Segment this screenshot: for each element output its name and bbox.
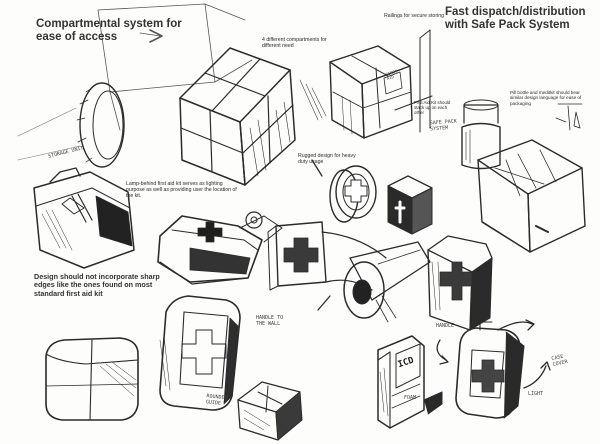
- note-lamp: Lamp-behind first aid kit serves as ligh…: [126, 181, 237, 199]
- large-cross-cube-sketch: [427, 235, 493, 331]
- stacked-box-sketch: [329, 45, 413, 139]
- heading-fast-dispatch: Fast dispatch/distribution with Safe Pac…: [445, 6, 586, 32]
- note-four-compartments: 4 different compartments for different n…: [262, 37, 327, 49]
- note-railings: Railings for secure storing: [384, 13, 444, 19]
- open-tray-box-sketch: [477, 103, 586, 253]
- compartment-cube-sketch: [179, 47, 327, 186]
- lamp-case-sketch: [33, 167, 135, 269]
- rugged-wheel-sketch: [329, 165, 377, 223]
- ring-lamp-device-sketch: [343, 241, 431, 323]
- railings-sketch: [394, 29, 433, 133]
- pill-bottle-sketch: [461, 99, 501, 170]
- handheld-lamp-sketch: [455, 319, 525, 419]
- dark-cross-cube-sketch: [387, 175, 433, 235]
- annotation-arrows: [311, 159, 551, 389]
- small-cross-cube-sketch: [237, 381, 303, 441]
- first-aid-kit-bag-sketch: [157, 211, 283, 285]
- label-handle: HANDLE: [436, 323, 455, 329]
- label-light: LIGHT: [528, 391, 544, 397]
- storage-unit-sketch: [377, 335, 443, 429]
- note-rugged: Rugged design for heavy duty usage: [298, 153, 356, 165]
- curved-strap-sketch: [321, 231, 387, 291]
- note-first-aid-stack: First Aid Kit should stack up on each ot…: [414, 100, 451, 116]
- circular-lamp-sketch: [17, 82, 125, 168]
- note-sharp-edges: Design should not incorporate sharp edge…: [34, 272, 160, 298]
- rounded-cushion-box-sketch: [45, 337, 139, 421]
- label-handle-wall: HANDLE TO THE WALL: [256, 315, 284, 327]
- label-foam: FOAM: [404, 395, 417, 401]
- heading-compartmental: Compartmental system for ease of access: [36, 18, 182, 44]
- wall-panel-sketch: [97, 3, 253, 131]
- note-pill-bottle: Pill bottle and meditkit should bear sim…: [510, 90, 582, 106]
- cross-panel-sketch: [267, 221, 327, 291]
- padded-case-sketch: [159, 295, 241, 411]
